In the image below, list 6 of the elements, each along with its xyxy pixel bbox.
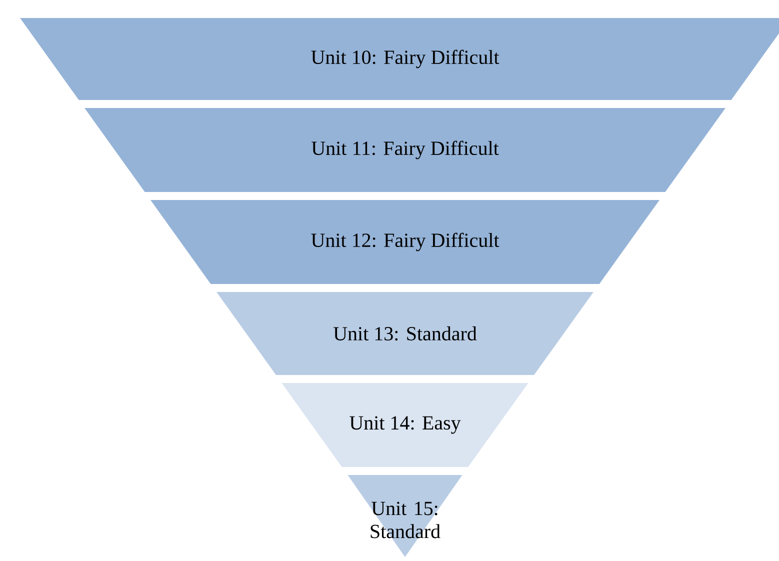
pyramid-band: Unit 10: Fairy Difficult xyxy=(20,18,779,100)
pyramid-band: Unit 12: Fairy Difficult xyxy=(150,200,660,284)
pyramid-band: Unit 14: Easy xyxy=(282,382,528,467)
pyramid-band: Unit 11: Fairy Difficult xyxy=(84,108,726,192)
pyramid-band: Unit 15: Standard xyxy=(348,474,462,557)
pyramid-band: Unit 13: Standard xyxy=(216,292,594,375)
